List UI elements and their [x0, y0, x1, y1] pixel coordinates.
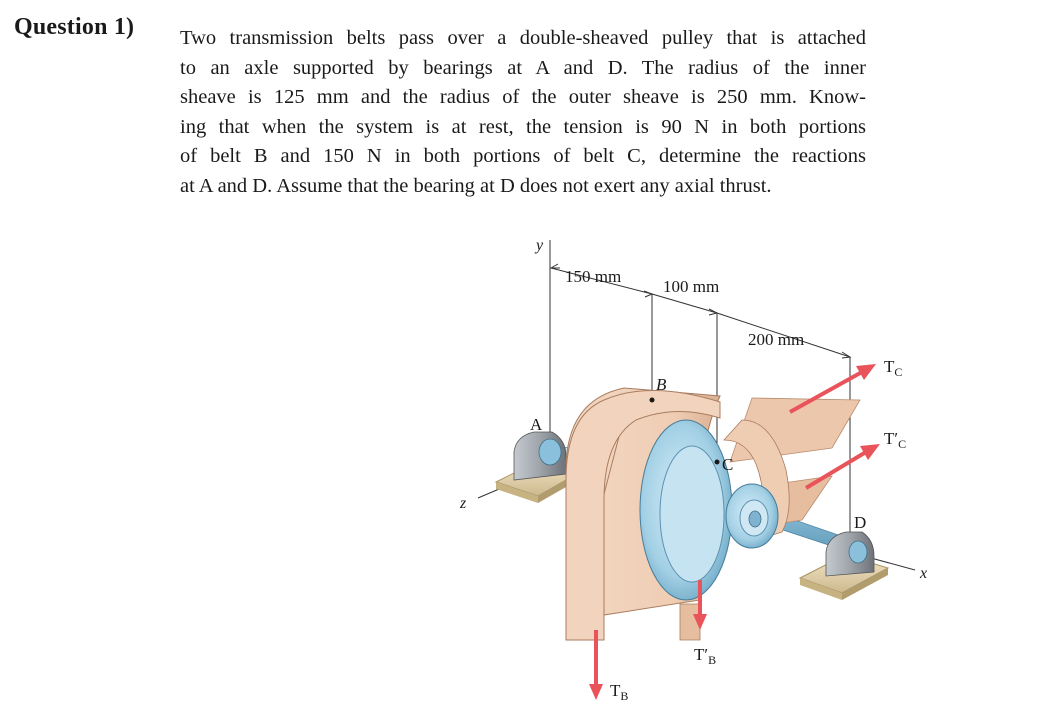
force-tc-arrow — [789, 364, 876, 414]
force-tc-prime-main: T′ — [884, 429, 898, 448]
y-axis-label: y — [534, 237, 544, 254]
force-tb-prime-arrow — [693, 580, 707, 630]
outer-sheave — [639, 419, 733, 601]
question-line: to an axle supported by bearings at A an… — [180, 56, 866, 79]
force-tc-label: TC — [884, 357, 902, 379]
force-tb-prime-label: T′B — [694, 645, 716, 667]
bearing-a: A — [513, 415, 567, 481]
dimension-lines — [549, 263, 852, 535]
point-b-label: B — [656, 375, 667, 394]
question-line: Two transmission belts pass over a doubl… — [180, 27, 866, 49]
pulley-figure: y z x 150 mm 100 mm 200 mm A — [459, 237, 927, 703]
dimension-label-200: 200 mm — [748, 330, 804, 349]
force-tc-prime-label: T′C — [884, 429, 906, 451]
question-label: Question 1) — [14, 14, 135, 40]
question-line: sheave is 125 mm and the radius of the o… — [180, 86, 866, 109]
point-a-label: A — [530, 415, 543, 434]
z-axis-label: z — [459, 495, 467, 512]
dimension-label-100: 100 mm — [663, 277, 719, 296]
point-c-marker — [714, 459, 720, 465]
point-b-marker — [649, 397, 655, 403]
force-tc-sub: C — [894, 365, 902, 379]
force-tb-main: T — [610, 681, 621, 700]
force-tb-prime-main: T′ — [694, 645, 708, 664]
belt-b-front — [565, 390, 721, 641]
force-tc-prime-sub: C — [898, 437, 906, 451]
question-line: of belt B and 150 N in both portions of … — [180, 145, 866, 168]
force-tc-prime-arrow — [804, 444, 880, 490]
force-tb-label: TB — [610, 681, 628, 703]
point-c-label: C — [722, 455, 733, 474]
force-tb-arrow — [589, 630, 603, 700]
force-tb-sub: B — [620, 689, 628, 703]
dimension-label-150: 150 mm — [565, 267, 621, 286]
inner-sheave — [723, 419, 790, 549]
question-text: Two transmission belts pass over a doubl… — [180, 24, 866, 202]
bearing-d — [825, 531, 875, 577]
force-tb-prime-sub: B — [708, 653, 716, 667]
question-line: ing that when the system is at rest, the… — [180, 115, 866, 138]
x-axis-label: x — [919, 565, 927, 582]
point-d-label: D — [854, 513, 866, 532]
force-tc-main: T — [884, 357, 895, 376]
question-line: at A and D. Assume that the bearing at D… — [180, 174, 772, 197]
